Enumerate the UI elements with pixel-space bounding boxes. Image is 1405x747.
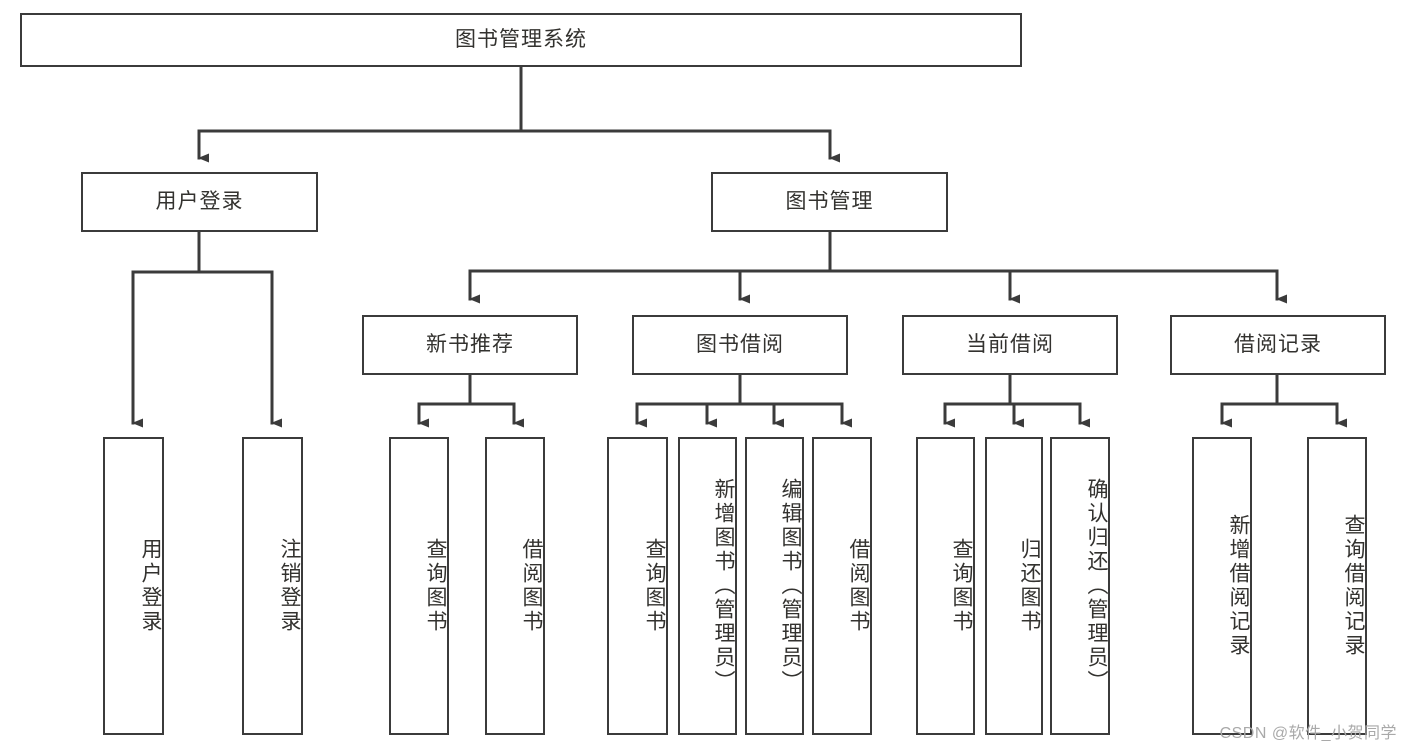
node-leaf-query-book-3-label: 查询图书 (950, 538, 973, 634)
node-leaf-logout-label: 注销登录 (278, 538, 301, 634)
node-leaf-user-login-label: 用户登录 (139, 538, 162, 634)
node-leaf-add-book-label: 新增图书（管理员） (712, 478, 735, 694)
node-leaf-add-record[interactable]: 新增借阅记录 (1192, 437, 1252, 735)
node-current-borrow-label: 当前借阅 (966, 333, 1054, 357)
node-leaf-query-book-2[interactable]: 查询图书 (607, 437, 668, 735)
node-leaf-query-book-1[interactable]: 查询图书 (389, 437, 449, 735)
node-borrow-record-label: 借阅记录 (1234, 333, 1322, 357)
node-leaf-return-book-label: 归还图书 (1018, 538, 1041, 634)
node-leaf-edit-book-label: 编辑图书（管理员） (779, 478, 802, 694)
node-leaf-borrow-book-2[interactable]: 借阅图书 (812, 437, 872, 735)
node-borrow-record[interactable]: 借阅记录 (1170, 315, 1386, 375)
node-leaf-confirm-return-label: 确认归还（管理员） (1085, 478, 1108, 694)
node-leaf-query-record-label: 查询借阅记录 (1342, 514, 1365, 658)
node-leaf-return-book[interactable]: 归还图书 (985, 437, 1043, 735)
node-book-manage-label: 图书管理 (785, 190, 874, 214)
node-leaf-borrow-book-1-label: 借阅图书 (520, 538, 543, 634)
node-root[interactable]: 图书管理系统 (20, 13, 1022, 67)
node-book-manage[interactable]: 图书管理 (711, 172, 948, 232)
node-user-login-label: 用户登录 (155, 190, 244, 214)
node-leaf-add-record-label: 新增借阅记录 (1227, 514, 1250, 658)
node-leaf-add-book[interactable]: 新增图书（管理员） (678, 437, 737, 735)
node-book-borrow[interactable]: 图书借阅 (632, 315, 848, 375)
node-current-borrow[interactable]: 当前借阅 (902, 315, 1118, 375)
node-leaf-edit-book[interactable]: 编辑图书（管理员） (745, 437, 804, 735)
node-leaf-borrow-book-1[interactable]: 借阅图书 (485, 437, 545, 735)
node-book-borrow-label: 图书借阅 (696, 333, 784, 357)
node-leaf-query-book-1-label: 查询图书 (424, 538, 447, 634)
node-leaf-query-book-2-label: 查询图书 (643, 538, 666, 634)
node-leaf-query-book-3[interactable]: 查询图书 (916, 437, 975, 735)
node-new-book-recommend-label: 新书推荐 (426, 333, 514, 357)
node-leaf-query-record[interactable]: 查询借阅记录 (1307, 437, 1367, 735)
node-leaf-borrow-book-2-label: 借阅图书 (847, 538, 870, 634)
node-leaf-user-login[interactable]: 用户登录 (103, 437, 164, 735)
node-leaf-confirm-return[interactable]: 确认归还（管理员） (1050, 437, 1110, 735)
node-new-book-recommend[interactable]: 新书推荐 (362, 315, 578, 375)
node-leaf-logout[interactable]: 注销登录 (242, 437, 303, 735)
node-root-label: 图书管理系统 (455, 28, 587, 52)
node-user-login[interactable]: 用户登录 (81, 172, 318, 232)
